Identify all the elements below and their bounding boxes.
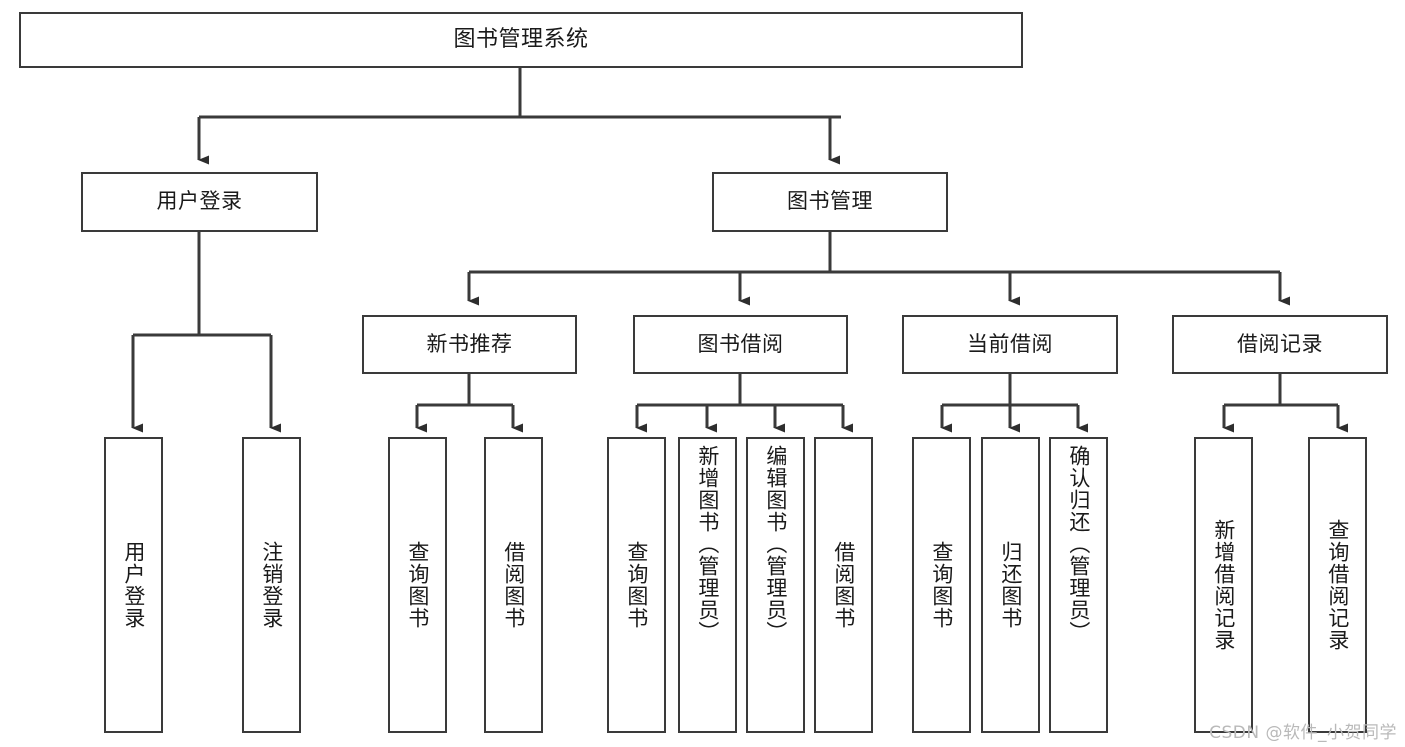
node-label: 归还图书 bbox=[998, 541, 1023, 629]
node-borrow-record[interactable]: 借阅记录 bbox=[1172, 315, 1388, 374]
node-label: 当前借阅 bbox=[967, 331, 1053, 356]
node-label: 编辑图书（管理员） bbox=[763, 445, 788, 643]
node-current-borrow[interactable]: 当前借阅 bbox=[902, 315, 1118, 374]
node-label: 查询图书 bbox=[929, 541, 954, 629]
node-leaf-return-book[interactable]: 归还图书 bbox=[981, 437, 1040, 733]
node-leaf-edit-book[interactable]: 编辑图书（管理员） bbox=[746, 437, 805, 733]
node-book-manage[interactable]: 图书管理 bbox=[712, 172, 948, 232]
node-user-login[interactable]: 用户登录 bbox=[81, 172, 318, 232]
node-label: 查询借阅记录 bbox=[1325, 519, 1350, 651]
watermark-text: CSDN @软件_小贺同学 bbox=[1209, 723, 1397, 743]
node-leaf-query-book-2[interactable]: 查询图书 bbox=[607, 437, 666, 733]
node-label: 图书管理系统 bbox=[453, 26, 589, 52]
node-book-borrow[interactable]: 图书借阅 bbox=[633, 315, 848, 374]
node-leaf-user-login[interactable]: 用户登录 bbox=[104, 437, 163, 733]
node-leaf-query-book-3[interactable]: 查询图书 bbox=[912, 437, 971, 733]
node-label: 图书借阅 bbox=[697, 331, 784, 356]
node-new-book-recommend[interactable]: 新书推荐 bbox=[362, 315, 577, 374]
node-leaf-confirm-return[interactable]: 确认归还（管理员） bbox=[1049, 437, 1108, 733]
node-label: 新增图书（管理员） bbox=[695, 445, 720, 643]
node-leaf-logout[interactable]: 注销登录 bbox=[242, 437, 301, 733]
node-label: 用户登录 bbox=[121, 541, 146, 629]
node-label: 借阅图书 bbox=[501, 541, 526, 629]
node-label: 图书管理 bbox=[787, 189, 873, 214]
node-label: 新书推荐 bbox=[426, 331, 513, 356]
node-label: 注销登录 bbox=[259, 541, 284, 629]
node-leaf-borrow-book-1[interactable]: 借阅图书 bbox=[484, 437, 543, 733]
node-label: 查询图书 bbox=[405, 541, 430, 629]
node-leaf-borrow-book-2[interactable]: 借阅图书 bbox=[814, 437, 873, 733]
node-label: 确认归还（管理员） bbox=[1066, 445, 1091, 643]
node-leaf-query-record[interactable]: 查询借阅记录 bbox=[1308, 437, 1367, 733]
node-label: 查询图书 bbox=[624, 541, 649, 629]
node-label: 新增借阅记录 bbox=[1211, 519, 1236, 651]
node-label: 借阅记录 bbox=[1237, 331, 1323, 356]
node-label: 借阅图书 bbox=[831, 541, 856, 629]
node-leaf-add-record[interactable]: 新增借阅记录 bbox=[1194, 437, 1253, 733]
node-leaf-add-book[interactable]: 新增图书（管理员） bbox=[678, 437, 737, 733]
node-root-system[interactable]: 图书管理系统 bbox=[19, 12, 1023, 68]
node-leaf-query-book-1[interactable]: 查询图书 bbox=[388, 437, 447, 733]
node-label: 用户登录 bbox=[156, 189, 243, 214]
